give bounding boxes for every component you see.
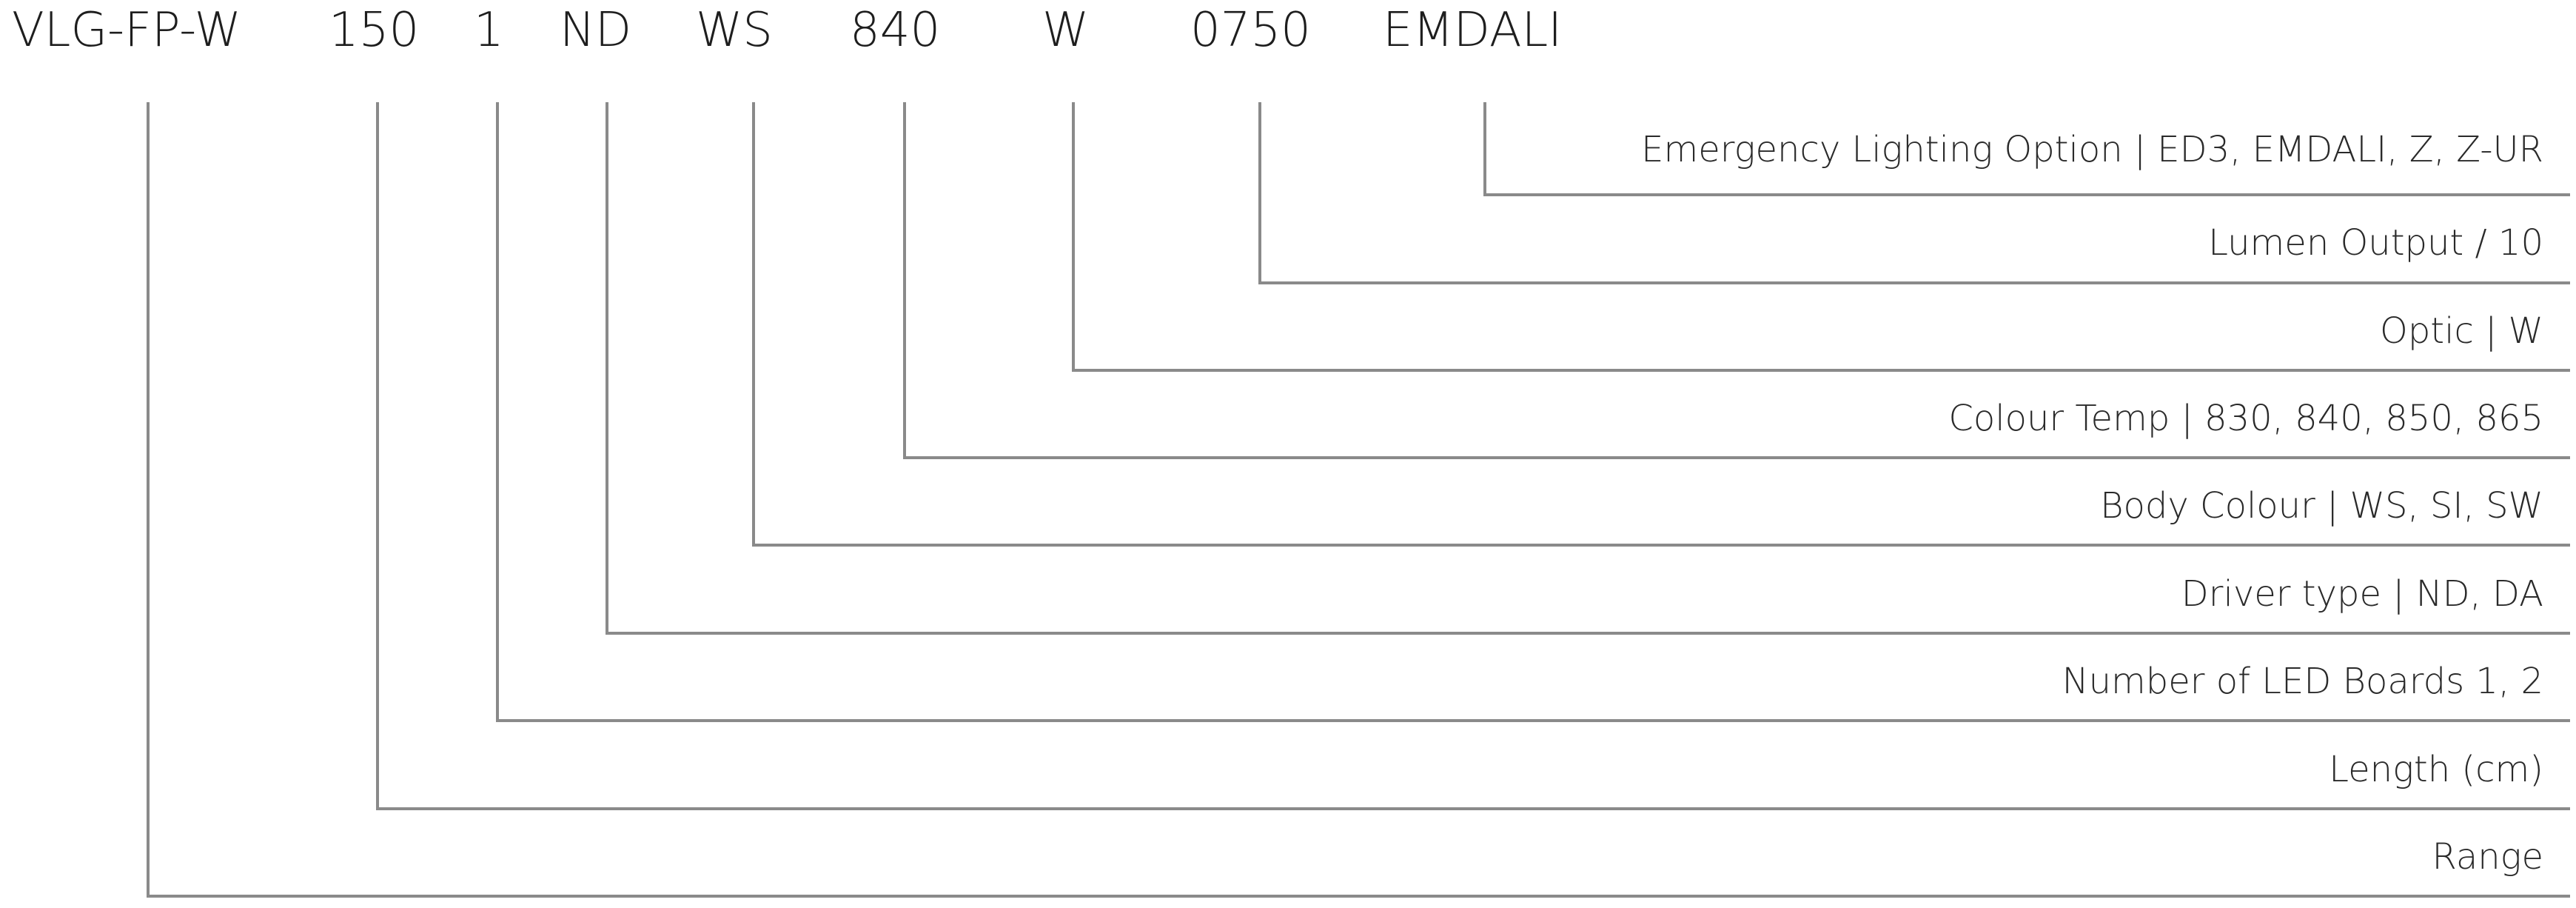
leader-line-body-colour [752, 102, 2570, 547]
leader-line-emergency [1483, 102, 2570, 196]
code-segment-emergency: EMDALI [1383, 3, 1562, 58]
label-led-boards: Number of LED Boards 1, 2 [2062, 661, 2543, 702]
leader-lines [147, 102, 2570, 898]
label-driver: Driver type | ND, DA [2181, 573, 2543, 615]
code-segment-lumen: 0750 [1190, 3, 1311, 58]
leader-line-range [147, 102, 2570, 898]
label-emergency: Emergency Lighting Option | ED3, EMDALI,… [1641, 129, 2543, 170]
code-segment-driver: ND [560, 3, 631, 58]
code-segment-led-boards: 1 [474, 3, 504, 58]
leader-line-lumen [1258, 102, 2570, 284]
label-lumen: Lumen Output / 10 [2208, 222, 2543, 264]
code-segment-length: 150 [329, 3, 419, 58]
label-body-colour: Body Colour | WS, SI, SW [2100, 485, 2543, 527]
code-segment-range: VLG-FP-W [12, 3, 241, 58]
leader-line-optic [1072, 102, 2570, 372]
code-row: VLG-FP-W 150 1 ND WS 840 W 0750 EMDALI [12, 3, 1562, 58]
label-length: Length (cm) [2329, 749, 2543, 790]
leader-line-colour-temp [903, 102, 2570, 459]
leader-line-length [376, 102, 2570, 810]
label-colour-temp: Colour Temp | 830, 840, 850, 865 [1948, 398, 2543, 439]
leader-line-led-boards [496, 102, 2570, 722]
code-segment-body-colour: WS [696, 3, 773, 58]
description-labels: Emergency Lighting Option | ED3, EMDALI,… [1641, 129, 2543, 878]
code-segment-colour-temp: 840 [850, 3, 940, 58]
code-segment-optic: W [1042, 3, 1089, 58]
leader-line-driver [606, 102, 2570, 635]
label-optic: Optic | W [2380, 310, 2543, 352]
label-range: Range [2432, 836, 2543, 878]
